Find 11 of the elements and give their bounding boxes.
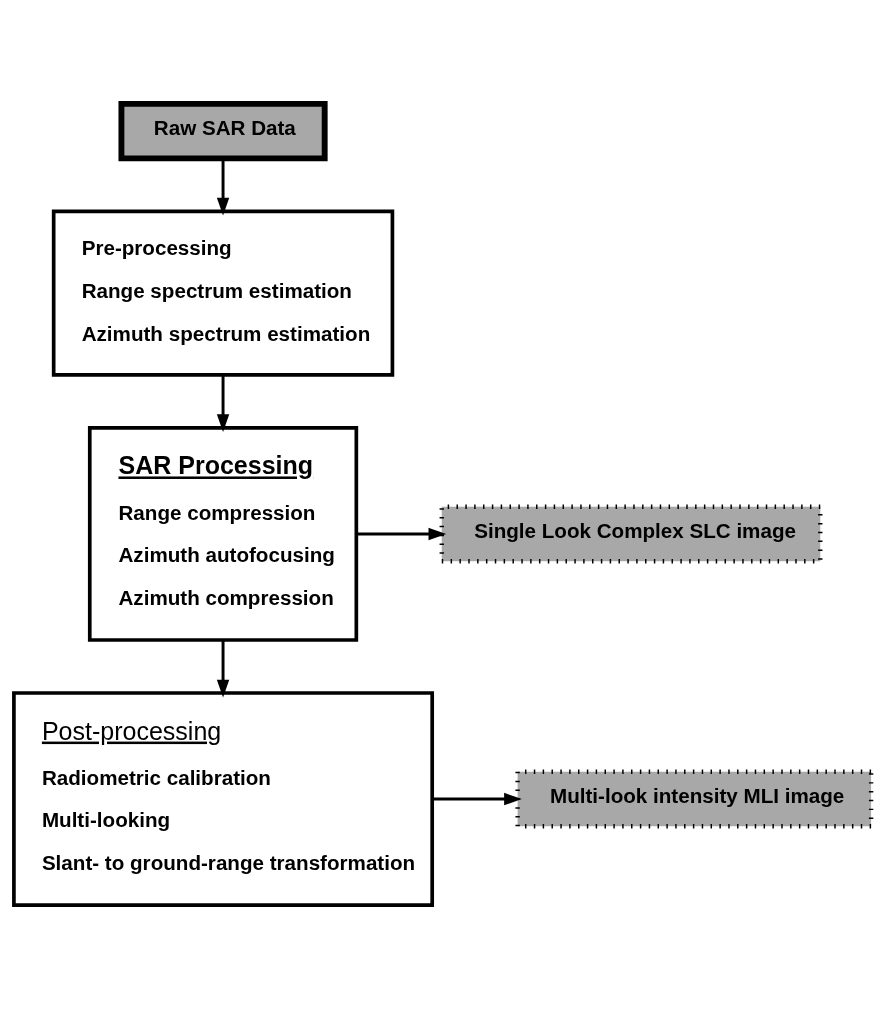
node-box: SAR Processing Range compression Azimuth autofocusing Azimuth compression xyxy=(87,426,359,642)
node-box: Post-processing Radiometric calibration Multi-looking Slant- to ground-range transformation xyxy=(12,691,435,907)
node-box: Multi-look intensity MLI image xyxy=(515,769,874,829)
arrow xyxy=(216,640,230,698)
node-box: Single Look Complex SLC image xyxy=(439,504,823,564)
arrow xyxy=(216,158,230,216)
arrow xyxy=(216,375,230,433)
arrow xyxy=(356,527,447,541)
arrow xyxy=(432,792,522,806)
node-box: Raw SAR Data xyxy=(118,100,328,162)
node-box: Pre-processing Range spectrum estimation Azimuth spectrum estimation xyxy=(51,209,395,377)
